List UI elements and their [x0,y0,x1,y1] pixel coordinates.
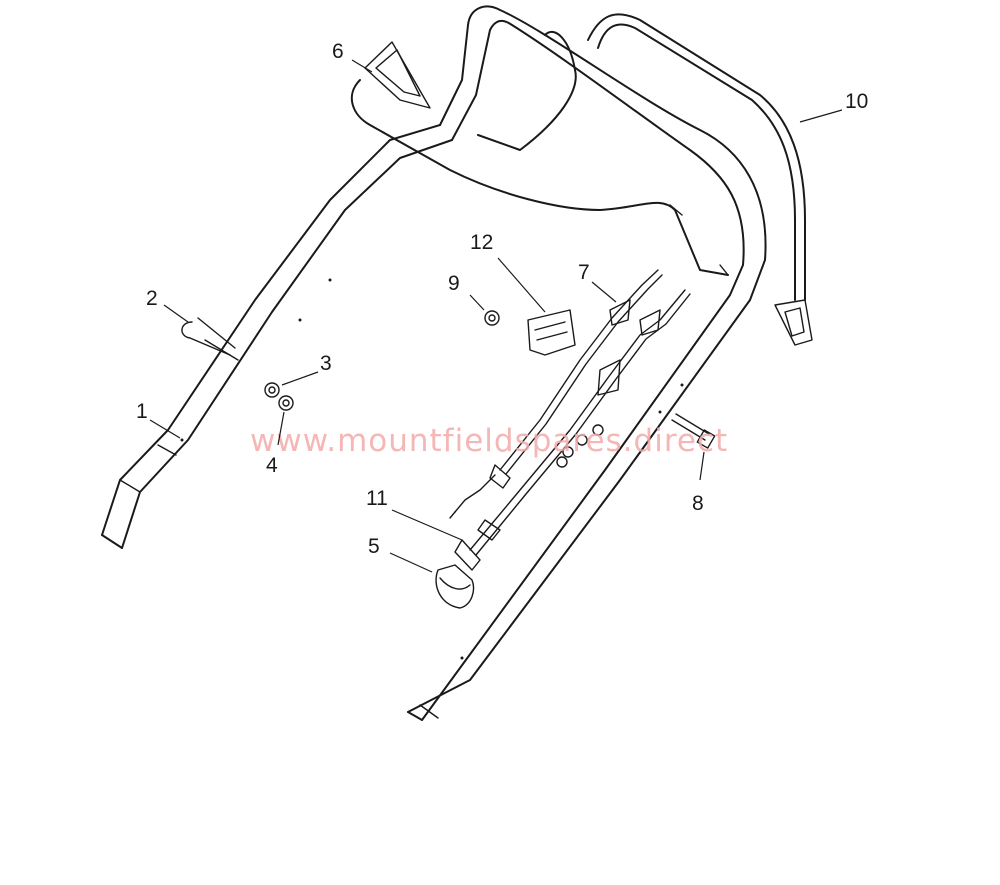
lower-handle-left [101,124,453,549]
watermark-text: www.mountfieldspares.direct [250,423,728,459]
callout-6: 6 [332,40,344,63]
callout-1: 1 [136,400,148,423]
callout-12: 12 [470,231,493,254]
leader-lines [149,59,843,573]
part-3-4-nuts [264,382,294,411]
part-5-knob [435,564,475,609]
callout-4: 4 [266,454,278,477]
part-12-clip [527,309,576,356]
control-bail [587,13,813,346]
callout-8: 8 [692,492,704,515]
part-8-bolt [671,413,716,449]
callout-11: 11 [366,487,388,510]
callout-9: 9 [448,272,460,295]
callout-7: 7 [578,261,590,284]
cable-11 [454,289,691,571]
callout-5: 5 [368,535,380,558]
cable-guide-wire [350,30,729,276]
callout-10: 10 [845,90,868,113]
cable-7 [449,269,663,519]
callout-2: 2 [146,287,158,310]
part-2-hook-bolt [181,317,239,361]
upper-handle [407,5,767,721]
callout-3: 3 [320,352,332,375]
part-9-nut [484,310,500,326]
washers-cable [556,424,604,468]
